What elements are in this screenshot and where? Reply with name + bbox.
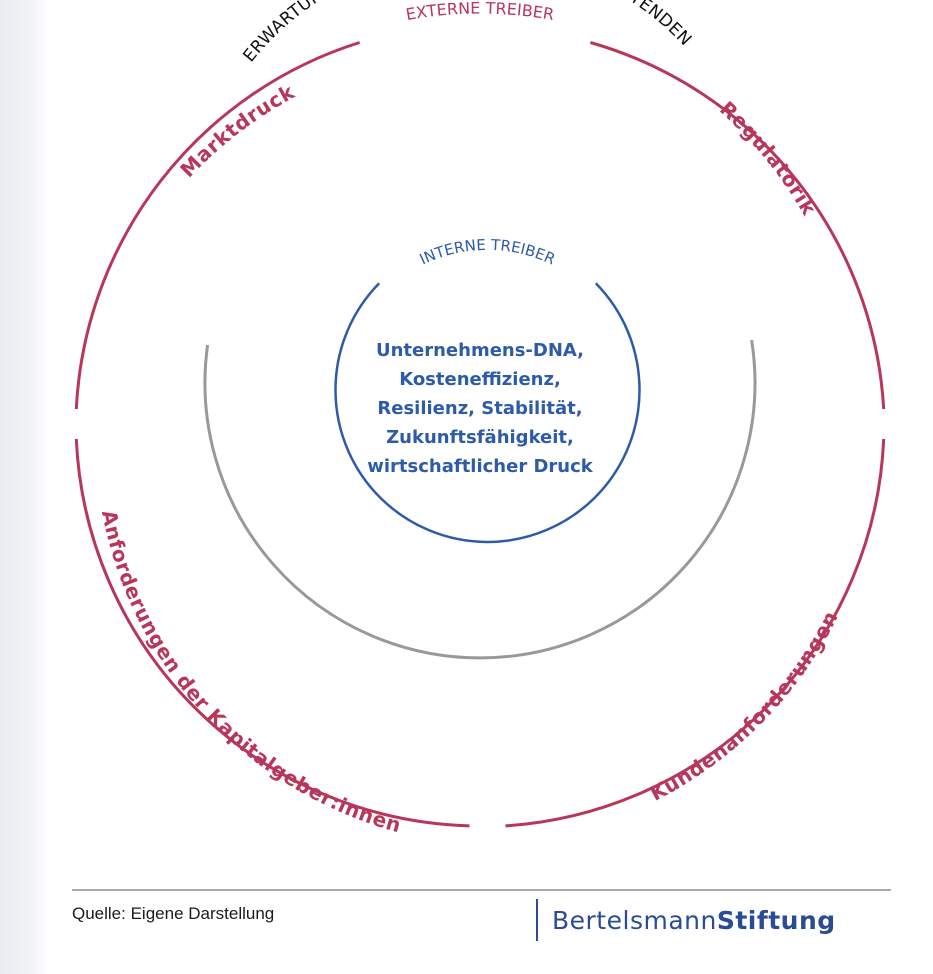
driver-regulatorik: Regulatorik <box>715 96 821 219</box>
driver-diagram: EXTERNE TREIBER Marktdruck Regulatorik A… <box>74 0 886 837</box>
outer-ring-title: EXTERNE TREIBER <box>404 0 555 24</box>
bertelsmann-stiftung-logo: BertelsmannStiftung <box>536 898 836 942</box>
source-note: Quelle: Eigene Darstellung <box>72 904 275 923</box>
internal-driver-item: Zukunftsfähigkeit, <box>386 427 574 448</box>
outer-ring-arc-top <box>74 41 886 410</box>
internal-driver-item: Kosteneffizienz, <box>399 369 561 390</box>
driver-kundenanforderungen: Kundenanforderungen <box>646 607 843 806</box>
middle-ring <box>203 339 757 660</box>
internal-driver-item: Resilienz, Stabilität, <box>377 398 583 419</box>
logo-bar <box>536 899 538 941</box>
footer-divider <box>72 889 891 891</box>
outer-ring-arc-bottom-right <box>505 438 886 828</box>
outer-ring-arc-bottom-left <box>74 438 470 828</box>
driver-kapitalgeber: Anforderungen der Kapitalgeber:innen <box>97 508 404 837</box>
logo-bold-part: Stiftung <box>716 905 836 935</box>
inner-ring-title: INTERNE TREIBER <box>417 236 558 269</box>
logo-wordmark: BertelsmannStiftung <box>552 906 836 935</box>
inner-ring <box>334 282 641 544</box>
driver-marktdruck: Marktdruck <box>175 79 298 182</box>
background-strip <box>0 0 48 974</box>
internal-driver-item: wirtschaftlicher Druck <box>367 456 593 477</box>
internal-driver-item: Unternehmens-DNA, <box>375 340 585 361</box>
internal-drivers-list: Unternehmens-DNA, Kosteneffizienz, Resil… <box>330 336 630 481</box>
logo-regular-part: Bertelsmann <box>552 905 717 935</box>
